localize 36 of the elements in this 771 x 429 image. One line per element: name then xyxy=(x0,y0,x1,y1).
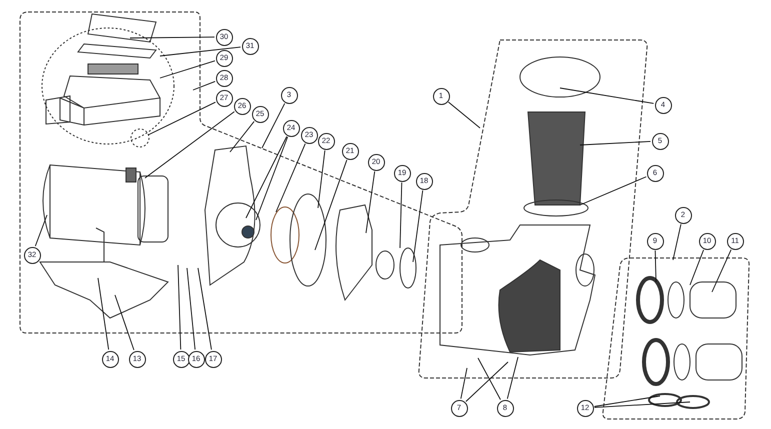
leader-line xyxy=(465,362,508,402)
leader-line xyxy=(144,111,235,178)
leader-line xyxy=(276,143,306,212)
leader-line xyxy=(186,268,196,350)
leader-line xyxy=(400,182,402,248)
leader-line xyxy=(160,60,216,78)
leader-line xyxy=(318,150,326,208)
leader-line xyxy=(178,264,182,350)
leader-line xyxy=(198,268,212,350)
leader-line xyxy=(130,36,215,38)
leader-line xyxy=(594,396,660,407)
leader-line xyxy=(594,402,690,408)
leader-line xyxy=(366,170,376,234)
leader-line xyxy=(672,224,682,260)
leader-line xyxy=(560,88,654,104)
leader-line xyxy=(34,214,48,247)
leader-line xyxy=(262,103,286,148)
leader-line xyxy=(580,141,651,146)
leader-line xyxy=(114,294,134,350)
leader-line xyxy=(460,368,468,400)
leader-line xyxy=(654,250,656,282)
leader-line xyxy=(314,160,348,250)
leader-line xyxy=(192,80,216,90)
leader-line xyxy=(478,358,501,400)
leader-line xyxy=(230,121,255,152)
leader-line xyxy=(246,136,288,218)
leader-line xyxy=(690,249,704,286)
leader-line xyxy=(256,136,288,220)
leader-line xyxy=(98,278,110,350)
leader-line xyxy=(580,176,647,206)
leader-line xyxy=(412,190,424,262)
leader-line xyxy=(148,102,216,136)
leader-line xyxy=(160,46,241,56)
leader-line xyxy=(506,356,518,400)
leader-line xyxy=(448,102,480,128)
leader-line xyxy=(712,249,732,292)
